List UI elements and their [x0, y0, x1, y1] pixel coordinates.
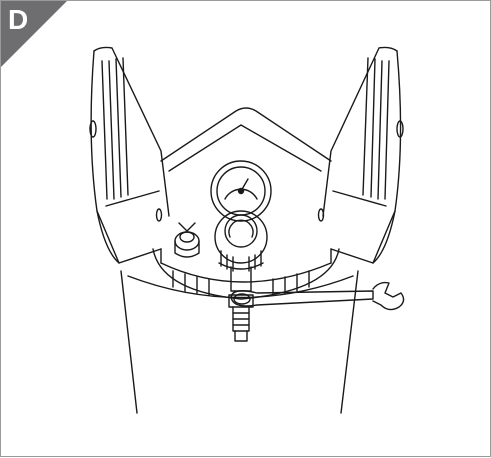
- regulator-knob: [214, 210, 268, 272]
- pressure-gauge-icon: [210, 160, 272, 222]
- outlet-fitting: [228, 266, 254, 342]
- left-handle-frame: [89, 46, 170, 264]
- central-housing: [152, 107, 340, 300]
- step-badge: [1, 1, 67, 67]
- right-handle-frame: [317, 46, 404, 264]
- step-label: D: [8, 4, 29, 35]
- tank-body: [120, 270, 359, 414]
- quick-coupler: [174, 222, 200, 258]
- wrench-icon: [230, 281, 405, 311]
